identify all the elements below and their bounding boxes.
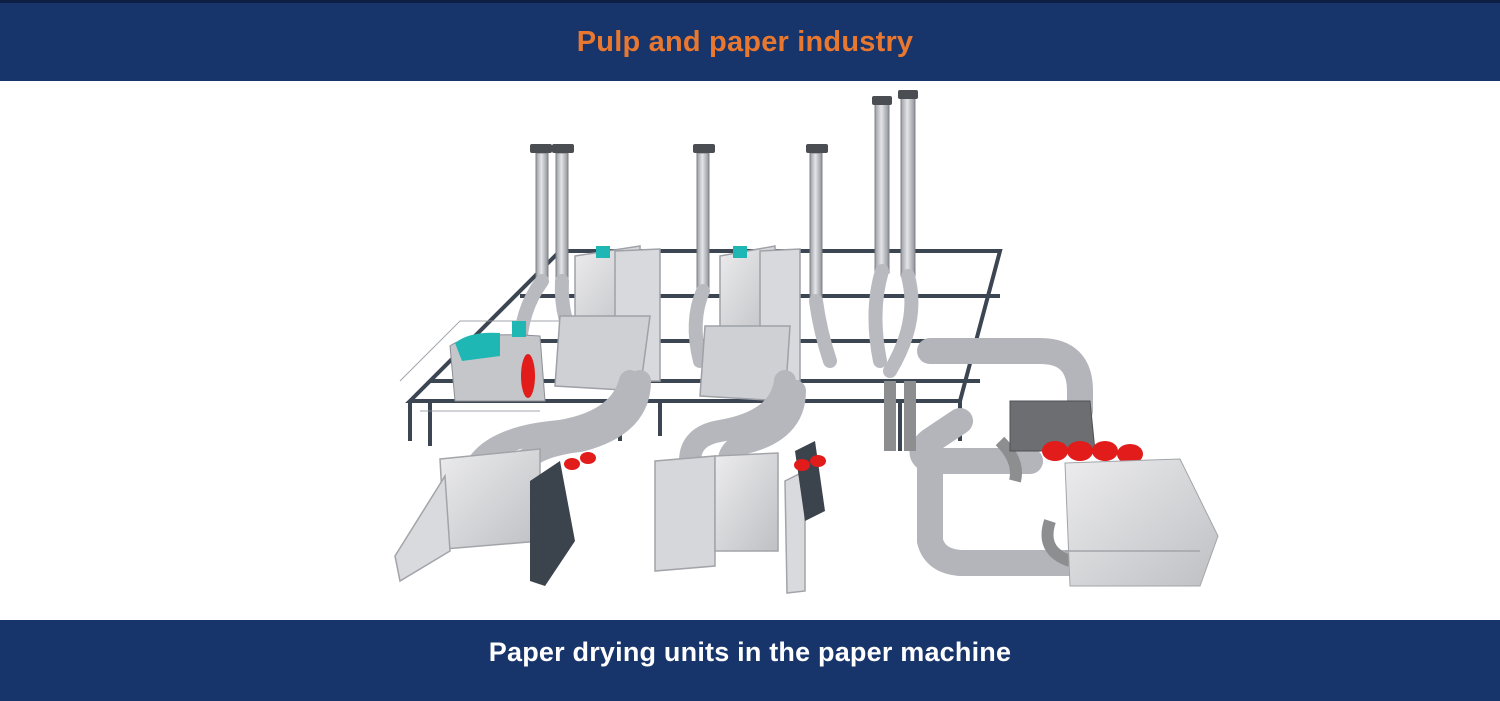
paper-machine-illustration — [0, 81, 1500, 620]
image-caption: Paper drying units in the paper machine — [488, 637, 1012, 667]
page-title: Pulp and paper industry — [576, 25, 914, 58]
header-banner: Pulp and paper industry — [0, 0, 1500, 81]
footer-banner: Paper drying units in the paper machine — [0, 620, 1500, 701]
